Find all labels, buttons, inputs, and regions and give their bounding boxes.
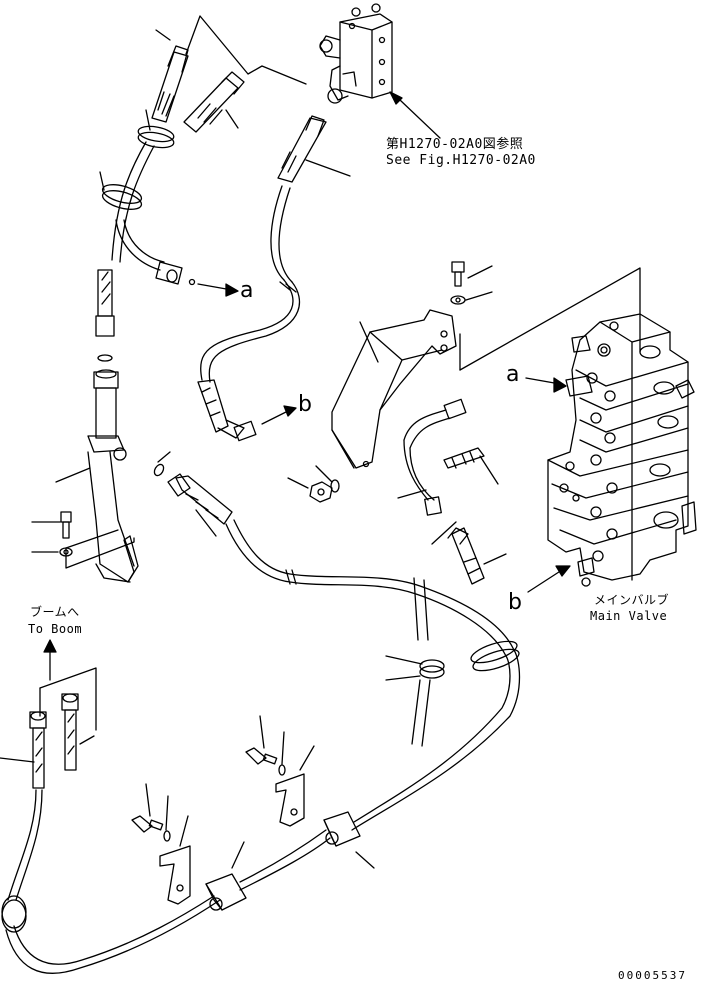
- fig-ref-jp: 第H1270-02A0図参照: [386, 137, 524, 152]
- pipe-vertical: [385, 577, 445, 747]
- pilot-valve-block: [319, 3, 393, 104]
- to-boom-label-en: To Boom: [28, 622, 83, 636]
- to-boom-label-jp: ブームへ: [30, 605, 80, 619]
- bottom-hose-loop: [1, 649, 521, 974]
- long-hose-left: [197, 185, 301, 442]
- ref-leader: [399, 99, 441, 139]
- callout-b-upper: b: [298, 392, 312, 417]
- ref-arrow: [389, 91, 403, 105]
- ring-clamp: [470, 640, 520, 672]
- upper-clamps: [99, 109, 175, 210]
- callout-a-upper: a: [240, 278, 254, 303]
- lower-left-fitting: [95, 269, 115, 362]
- drawing-code: 00005537: [618, 969, 687, 982]
- left-bracket-assembly: [31, 369, 171, 583]
- callout-a-arrow: [553, 377, 567, 393]
- hose-loop-upper: [111, 141, 239, 297]
- boom-pipes: [0, 667, 97, 901]
- fig-ref-en: See Fig.H1270-02A0: [386, 153, 536, 168]
- main-valve-label-jp: メインバルブ: [594, 593, 670, 607]
- main-valve-body: [547, 313, 697, 587]
- callout-b-leader: [527, 569, 563, 593]
- middle-bracket: [287, 261, 641, 503]
- valve-hose: [397, 398, 507, 585]
- callout-b-valve: b: [508, 590, 522, 615]
- upper-hose-fittings: [151, 29, 351, 183]
- long-hose-middle: [225, 519, 515, 657]
- callout-a-valve: a: [506, 362, 520, 387]
- bottom-clamps: [131, 715, 375, 911]
- callout-b-arrow: [555, 565, 571, 577]
- to-boom-arrow: [43, 639, 57, 653]
- group-bracket-line: [185, 15, 307, 85]
- main-valve-label-en: Main Valve: [590, 609, 668, 623]
- middle-fitting: [167, 473, 233, 537]
